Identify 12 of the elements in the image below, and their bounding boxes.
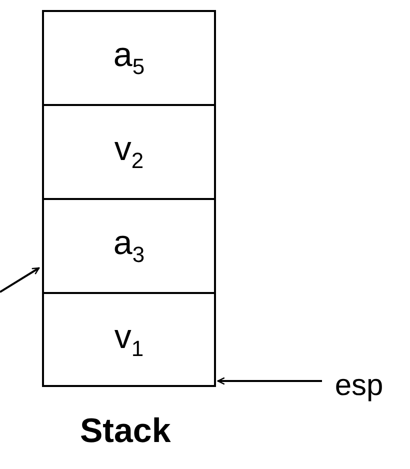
stack-cell <box>42 198 216 294</box>
arrow <box>0 267 40 293</box>
stack-cell <box>42 292 216 387</box>
cell-value: v$_{2}$ <box>114 132 144 172</box>
stack-cell <box>42 104 216 200</box>
cell-value: a$_{5}$ <box>113 38 145 78</box>
register-label: esp <box>324 368 394 404</box>
stack-cell <box>42 10 216 106</box>
cell-value: a$_{3}$ <box>113 226 145 266</box>
arrow <box>217 377 322 385</box>
diagram-caption: Stack <box>80 412 171 451</box>
cell-value: v$_{1}$ <box>114 320 144 360</box>
